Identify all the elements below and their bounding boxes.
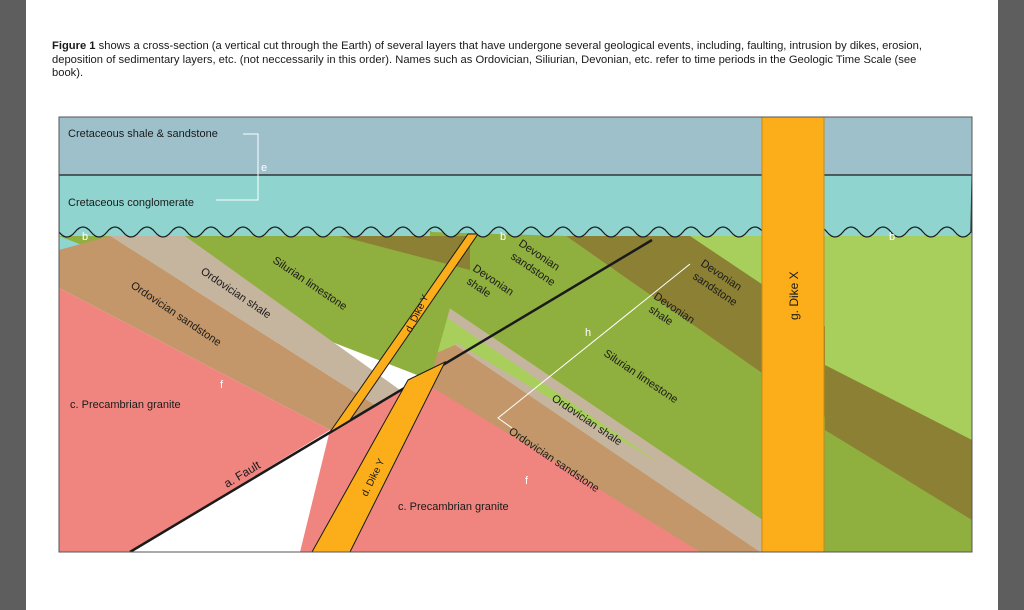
fault-line [129,238,653,552]
dike-y-lower [311,360,447,552]
erosion-surface-b [59,174,972,238]
label-f-left: f [220,379,224,391]
label-b-right: b [889,231,895,243]
label-b-mid: b [500,231,506,243]
right-devonian-sandstone [825,236,972,440]
figure-caption: Figure 1 shows a cross-section (a vertic… [52,40,942,81]
diagram-frame [58,116,973,553]
fw-ordovician-shale-band [455,342,810,552]
fw-silurian-limestone [430,232,972,552]
label-cretaceous-shale: Cretaceous shale & sandstone [68,128,218,140]
label-e: e [261,162,267,174]
label-precambrian-granite-right: c. Precambrian granite [398,501,509,513]
hw-granite [59,288,330,552]
hw-devonian-shale [340,236,470,270]
figure-label: Figure 1 [52,40,96,52]
label-h: h [585,327,591,339]
dike-x [761,117,825,552]
right-devonian-shale [825,365,972,520]
h-bracket [497,263,691,429]
dike-y-upper [329,233,479,433]
label-f-right: f [525,475,529,487]
label-cretaceous-conglomerate: Cretaceous conglomerate [68,197,194,209]
hw-ordovician-shale [110,236,400,405]
caption-text: shows a cross-section (a vertical cut th… [52,40,922,79]
e-bracket [216,133,259,201]
hw-ordovician-sandstone [59,236,375,430]
label-dike-x: g. Dike X [787,271,801,320]
label-b-left: b [82,231,88,243]
fw-ordovician-shale [430,295,810,552]
cretaceous-shale-layer [59,117,972,175]
label-precambrian-granite-left: c. Precambrian granite [70,399,181,411]
